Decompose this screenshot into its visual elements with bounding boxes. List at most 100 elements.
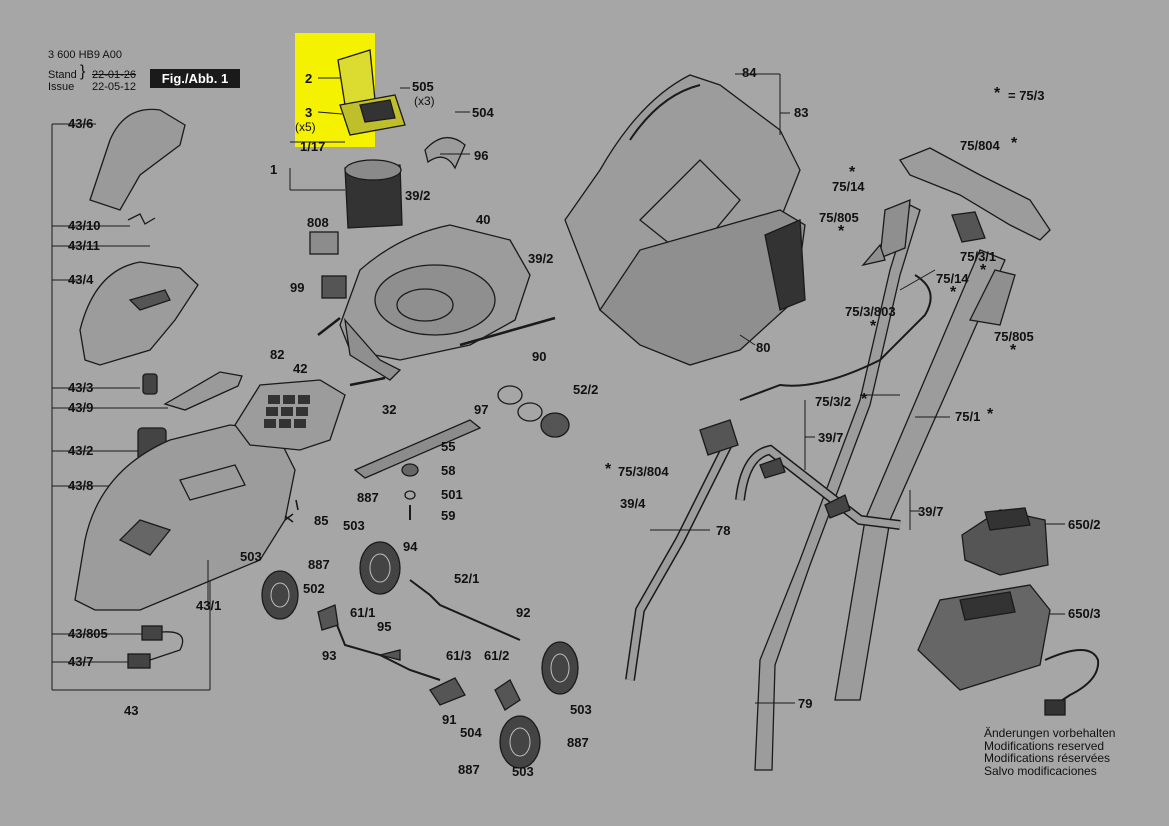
label-83: 83 [794,105,809,120]
label-887-a: 887 [357,490,379,505]
star-75-3-1: * [980,262,987,279]
label-43-3: 43/3 [68,380,94,395]
star-75-804: * [1011,135,1018,152]
label-75-804: 75/804 [960,138,1000,153]
star-75-805-b: * [1010,342,1017,359]
label-96: 96 [474,148,489,163]
label-39-4: 39/4 [620,496,646,511]
label-503-a: 503 [343,518,365,533]
part-43-4-tray [79,261,199,366]
stand-label: Stand [48,69,77,81]
label-39-7-a: 39/7 [818,430,844,445]
label-61-2: 61/2 [484,648,510,663]
label-503-b: 503 [240,549,262,564]
part-650-3-charger [917,584,1051,691]
star-75-805-a: * [838,223,845,240]
label-504-b: 504 [460,725,482,740]
part-75-804-handlebar [899,147,1051,241]
issue-date: 22-05-12 [92,81,137,93]
label-505-qty: (x3) [414,94,435,108]
label-75-805-a: 75/805 [819,210,859,225]
label-94: 94 [403,539,418,554]
label-650-3: 650/3 [1068,606,1101,621]
wheels [261,541,579,769]
label-887-c: 887 [567,735,589,750]
label-504: 504 [472,105,494,120]
label-1-17: 1/17 [300,139,326,154]
note-de: Änderungen vorbehalten [984,726,1116,740]
bracket-glyph: } [80,63,86,80]
note-en: Modifications reserved [984,738,1105,753]
part-2-electronics [337,49,376,106]
label-650-2: 650/2 [1068,517,1101,532]
legend-star: * [994,85,1001,102]
part-43-1-housing [74,424,296,611]
label-75-14-b: 75/14 [936,271,969,286]
label-502: 502 [303,581,325,596]
label-39-7-b: 39/7 [918,504,944,519]
label-39-2-a: 39/2 [405,188,431,203]
label-59: 59 [441,508,456,523]
label-91: 91 [442,712,457,727]
label-887-d: 887 [458,762,480,777]
label-75-805-b: 75/805 [994,329,1034,344]
label-61-3: 61/3 [446,648,472,663]
note-fr: Modifications réservées [984,751,1111,765]
star-75-14-b: * [950,284,957,301]
label-503-c: 503 [570,702,592,717]
label-3-qty: (x5) [295,120,316,134]
label-75-3-804: 75/3/804 [618,464,669,479]
label-43-4: 43/4 [68,272,94,287]
label-85: 85 [314,513,329,528]
part-79-handle [754,204,921,771]
label-80: 80 [756,340,771,355]
label-43-2: 43/2 [68,443,94,458]
star-75-3-2: * [861,391,868,408]
label-43-10: 43/10 [68,218,101,233]
label-75-14-a: 75/14 [832,179,865,194]
legend-star-note: = 75/3 [1008,88,1045,103]
doc-number: 3 600 HB9 A00 [48,49,123,61]
label-78: 78 [716,523,731,538]
label-99: 99 [290,280,305,295]
label-42: 42 [293,361,308,376]
label-58: 58 [441,463,456,478]
label-52-1: 52/1 [454,571,480,586]
left-bracket [51,123,211,691]
label-75-3-803: 75/3/803 [845,304,896,319]
label-55: 55 [441,439,456,454]
label-79: 79 [798,696,813,711]
label-39-2-b: 39/2 [528,251,554,266]
label-90: 90 [532,349,547,364]
label-887-b: 887 [308,557,330,572]
label-2: 2 [305,71,313,86]
label-32: 32 [382,402,397,417]
label-43-8: 43/8 [68,478,94,493]
note-es: Salvo modificaciones [984,763,1097,778]
part-43-6-cover [89,108,186,211]
label-505: 505 [412,79,434,94]
stand-date: 22-01-26 [92,69,137,81]
label-3: 3 [305,105,313,120]
modification-notes: Änderungen vorbehalten Modifications res… [984,727,1115,777]
label-75-3-1: 75/3/1 [960,249,997,264]
label-43-11: 43/11 [68,238,100,253]
label-43-6: 43/6 [68,116,94,131]
label-43-7: 43/7 [68,654,94,669]
label-43-9: 43/9 [68,400,94,415]
label-84: 84 [742,65,757,80]
label-82: 82 [270,347,285,362]
label-43-805: 43/805 [68,626,108,641]
label-501: 501 [441,487,463,502]
label-52-2: 52/2 [573,382,599,397]
label-92: 92 [516,605,531,620]
star-75-3-804: * [605,461,612,478]
label-1: 1 [270,162,278,177]
label-43: 43 [124,703,139,718]
star-75-14-a: * [849,164,856,181]
star-75-1: * [987,406,994,423]
label-40: 40 [476,212,491,227]
part-55-blade [353,419,482,479]
label-95: 95 [377,619,392,634]
